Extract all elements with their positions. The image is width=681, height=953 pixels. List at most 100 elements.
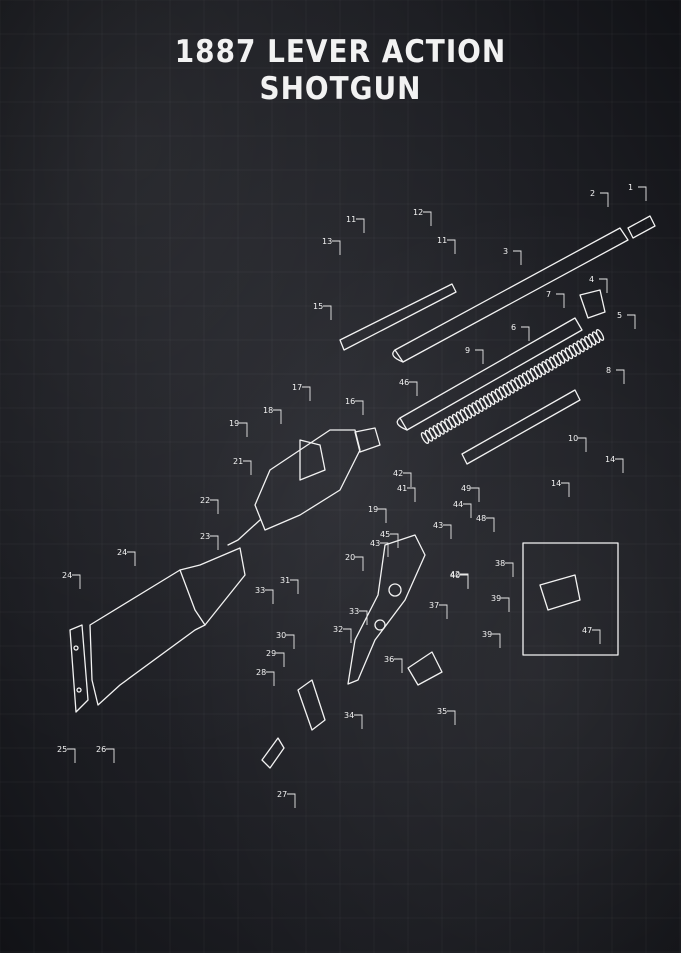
leader-line: [486, 517, 495, 532]
leader-line: [323, 305, 332, 320]
callout-number: 8: [606, 366, 611, 375]
callout-number: 28: [256, 668, 266, 677]
callout-number: 18: [263, 406, 273, 415]
leader-line: [578, 437, 587, 452]
leader-line: [615, 458, 624, 473]
leader-line: [409, 381, 418, 396]
leader-line: [343, 628, 352, 643]
leader-line: [463, 503, 472, 518]
callout-number: 24: [62, 571, 72, 580]
leader-line: [513, 250, 522, 265]
lever: [347, 534, 426, 685]
callout-number: 14: [551, 479, 561, 488]
stock: [69, 547, 246, 713]
leader-line: [394, 658, 403, 673]
leader-line: [302, 386, 311, 401]
leader-line: [447, 239, 456, 254]
diagram-title: 1887 LEVER ACTION SHOTGUN: [0, 34, 681, 108]
callout-number: 41: [397, 484, 407, 493]
callout-number: 12: [413, 208, 423, 217]
leader-line: [443, 524, 452, 539]
callout-number: 39: [482, 630, 492, 639]
callout-number: 42: [393, 469, 403, 478]
leader-line: [286, 634, 295, 649]
callout-labels: 1234567891011111213141415161718191920212…: [57, 183, 647, 808]
callout-number: 40: [450, 571, 460, 580]
leader-line: [355, 400, 364, 415]
callout-number: 4: [589, 275, 594, 284]
leader-line: [407, 487, 416, 502]
callout-number: 29: [266, 649, 276, 658]
callout-number: 10: [568, 434, 578, 443]
callout-number: 14: [605, 455, 615, 464]
callout-number: 9: [465, 346, 470, 355]
callout-number: 33: [349, 607, 359, 616]
callout-number: 3: [503, 247, 508, 256]
leader-line: [505, 562, 514, 577]
callout-number: 37: [429, 601, 439, 610]
callout-number: 11: [346, 215, 356, 224]
callout-number: 30: [276, 631, 286, 640]
callout-number: 5: [617, 311, 622, 320]
leader-line: [210, 499, 219, 514]
leader-line: [276, 652, 285, 667]
callout-number: 7: [546, 290, 551, 299]
callout-number: 23: [200, 532, 210, 541]
leader-line: [447, 710, 456, 725]
callout-number: 32: [333, 625, 343, 634]
callout-number: 19: [229, 419, 239, 428]
callout-number: 2: [590, 189, 595, 198]
leader-line: [423, 211, 432, 226]
callout-number: 27: [277, 790, 287, 799]
leader-line: [356, 218, 365, 233]
leader-line: [471, 487, 480, 502]
magazine-spring: [420, 329, 605, 444]
leader-line: [210, 535, 219, 550]
callout-number: 35: [437, 707, 447, 716]
callout-number: 45: [380, 530, 390, 539]
leader-line: [127, 551, 136, 566]
callout-number: 22: [200, 496, 210, 505]
leader-line: [556, 293, 565, 308]
callout-number: 46: [399, 378, 409, 387]
callout-number: 44: [453, 500, 463, 509]
leader-line: [638, 186, 647, 201]
barrel-assembly: [339, 215, 656, 465]
leader-line: [460, 574, 469, 589]
leader-line: [67, 748, 76, 763]
callout-number: 1: [628, 183, 633, 192]
callout-number: 15: [313, 302, 323, 311]
leader-line: [359, 610, 368, 625]
leader-line: [290, 579, 299, 594]
leader-line: [243, 460, 252, 475]
callout-number: 24: [117, 548, 127, 557]
leader-line: [273, 409, 282, 424]
callout-number: 42: [450, 570, 460, 579]
leader-line: [475, 349, 484, 364]
leader-line: [521, 326, 530, 341]
leader-line: [492, 633, 501, 648]
callout-number: 21: [233, 457, 243, 466]
callout-number: 33: [255, 586, 265, 595]
callout-number: 16: [345, 397, 355, 406]
leader-line: [332, 240, 341, 255]
leader-line: [106, 748, 115, 763]
leader-line: [627, 314, 636, 329]
leader-line: [439, 604, 448, 619]
callout-number: 34: [344, 711, 354, 720]
callout-number: 20: [345, 553, 355, 562]
leader-line: [380, 542, 389, 557]
callout-number: 31: [280, 576, 290, 585]
leader-line: [403, 472, 412, 487]
leader-line: [592, 629, 601, 644]
leader-line: [599, 278, 608, 293]
leader-line: [561, 482, 570, 497]
callout-number: 49: [461, 484, 471, 493]
callout-number: 17: [292, 383, 302, 392]
leader-line: [600, 192, 609, 207]
leader-line: [378, 508, 387, 523]
callout-number: 43: [370, 539, 380, 548]
